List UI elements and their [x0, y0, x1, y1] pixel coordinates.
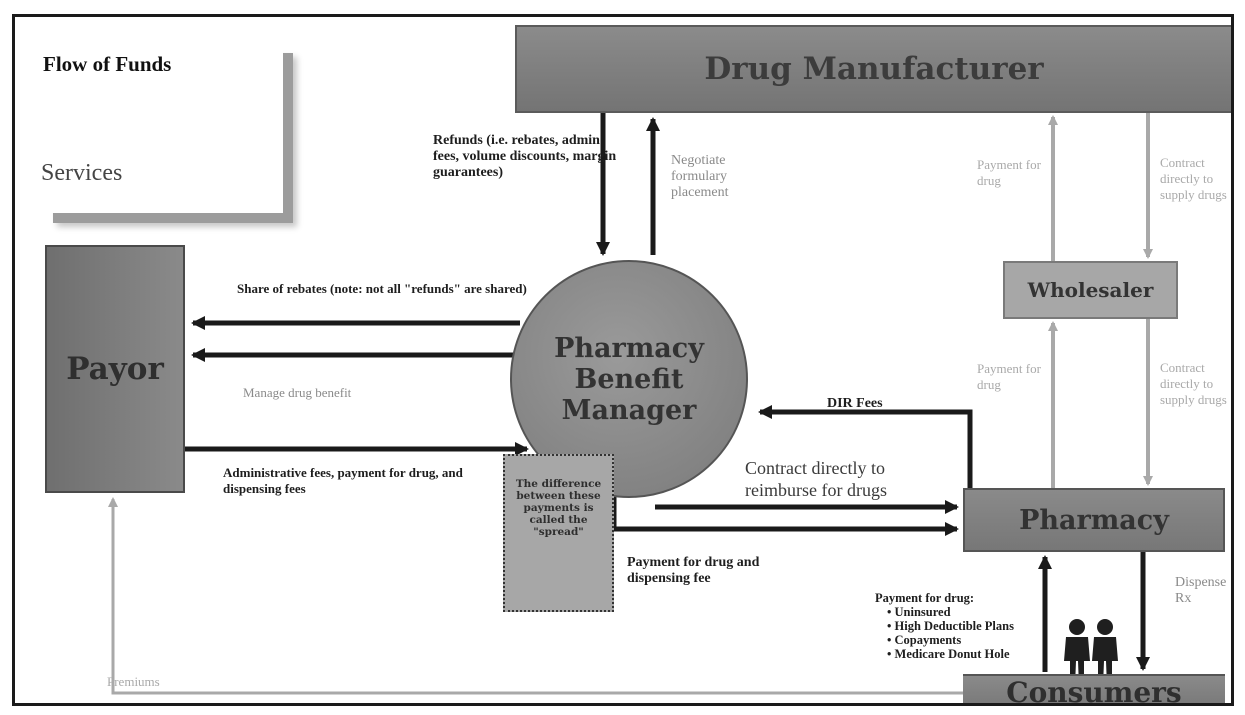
diagram-frame: Flow of Funds Services Drug Manufacturer… — [12, 14, 1234, 706]
payment-mid-label: Payment for drug — [977, 361, 1041, 392]
list-item: Medicare Donut Hole — [887, 647, 1075, 661]
legend-funds-label: Flow of Funds — [43, 52, 172, 76]
pharmacy-box: Pharmacy — [963, 488, 1225, 552]
contract-reimburse-label: Contract directly to reimburse for drugs — [745, 458, 887, 500]
payment-dispensing-label: Payment for drug and dispensing fee — [627, 555, 760, 586]
supply-mid-label: Contract directly to supply drugs — [1160, 360, 1227, 407]
payment-top-label: Payment for drug — [977, 157, 1041, 188]
negotiate-label: Negotiate formulary placement — [671, 153, 729, 200]
list-item: Copayments — [887, 633, 1075, 647]
consumer-payment-title: Payment for drug: — [875, 591, 975, 605]
pbm-line-2: Benefit — [574, 363, 684, 395]
pbm-line-3: Manager — [561, 394, 697, 426]
premiums-arrow — [108, 497, 963, 695]
admin-fees-label: Administrative fees, payment for drug, a… — [223, 465, 463, 496]
refunds-label: Refunds (i.e. rebates, admin fees, volum… — [433, 133, 617, 180]
dir-fees-label: DIR Fees — [827, 396, 883, 411]
supply-top-label: Contract directly to supply drugs — [1160, 155, 1227, 202]
connectors — [53, 80, 1153, 695]
dir-fees-arrow — [758, 405, 973, 488]
pbm-line-1: Pharmacy — [554, 332, 704, 364]
share-rebates-label: Share of rebates (note: not all "refunds… — [237, 281, 527, 296]
list-item: High Deductible Plans — [887, 619, 1075, 633]
consumer-payment-list: Payment for drug: Uninsured High Deducti… — [875, 591, 1075, 661]
spread-note: The difference between these payments is… — [503, 454, 614, 612]
manage-benefit-label: Manage drug benefit — [243, 385, 352, 400]
legend-box — [43, 43, 283, 213]
payor-box: Payor — [45, 245, 185, 493]
consumers-box: Consumers — [963, 674, 1225, 703]
wholesaler-box: Wholesaler — [1003, 261, 1178, 319]
list-item: Uninsured — [887, 605, 1075, 619]
dispense-label: Dispense Rx — [1175, 575, 1227, 606]
drug-manufacturer-box: Drug Manufacturer — [515, 25, 1231, 113]
payment-dispensing-arrow — [611, 487, 959, 536]
premiums-label: Premiums — [107, 674, 160, 689]
legend-services-label: Services — [41, 160, 123, 186]
